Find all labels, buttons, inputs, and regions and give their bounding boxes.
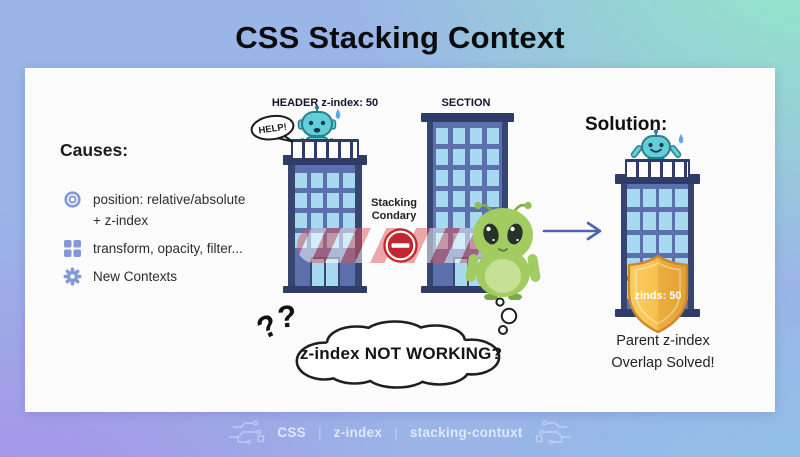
page-title: CSS Stacking Context bbox=[235, 20, 565, 55]
solution-caption: Parent z-index Overlap Solved! bbox=[611, 333, 715, 371]
roof-railing bbox=[291, 139, 359, 160]
footer-tag: CSS bbox=[277, 424, 306, 440]
circuit-icon bbox=[535, 420, 571, 445]
content-card: Causes: position: relative/absolute + z-… bbox=[25, 68, 775, 412]
arrow-right-icon bbox=[542, 221, 602, 241]
building-body bbox=[288, 165, 362, 286]
causes-heading: Causes: bbox=[60, 140, 129, 160]
roof-ledge bbox=[421, 113, 514, 122]
header-building-label: HEADER z-index: 50 bbox=[271, 97, 379, 109]
target-icon bbox=[63, 190, 82, 209]
thought-bubble: z-index NOT WORKING? bbox=[288, 317, 514, 391]
z-index-shield: zinds: 50 bbox=[627, 254, 689, 334]
cause-item-transform: transform, opacity, filter... bbox=[63, 238, 245, 259]
roof-railing bbox=[625, 159, 690, 179]
roof-ledge bbox=[615, 174, 700, 184]
help-speech-bubble: HELP! bbox=[250, 114, 295, 143]
cause-label: New Contexts bbox=[93, 269, 178, 284]
gear-icon bbox=[63, 267, 82, 286]
footer-tag: stacking-contuxt bbox=[409, 424, 523, 440]
causes-list: position: relative/absolute + z-index tr… bbox=[63, 189, 245, 287]
shield-label: zinds: 50 bbox=[634, 290, 681, 302]
sweat-drop-icon bbox=[678, 134, 684, 144]
circuit-icon bbox=[229, 420, 265, 445]
footer-separator: | bbox=[394, 424, 398, 440]
sweat-drop-icon bbox=[335, 109, 341, 119]
solution-heading: Solution: bbox=[585, 114, 668, 135]
footer-separator: | bbox=[317, 424, 322, 440]
help-text: HELP! bbox=[258, 122, 288, 137]
footer-tag: z-index bbox=[333, 424, 383, 440]
roof-ledge bbox=[283, 155, 367, 165]
alien-character bbox=[465, 201, 541, 300]
cause-label: position: relative/absolute + z-index bbox=[93, 192, 246, 228]
cause-label: transform, opacity, filter... bbox=[93, 241, 243, 256]
stacking-boundary-label: Stacking Condary bbox=[371, 197, 417, 222]
no-entry-icon bbox=[383, 228, 418, 263]
cause-item-position: position: relative/absolute + z-index bbox=[63, 189, 245, 231]
squares-icon bbox=[63, 239, 82, 258]
building-base bbox=[283, 286, 367, 293]
building-base bbox=[421, 286, 514, 293]
thought-trail-bubbles bbox=[495, 297, 518, 335]
footer-tags: CSS | z-index | stacking-contuxt bbox=[0, 417, 800, 447]
cause-item-new-contexts: New Contexts bbox=[63, 266, 245, 287]
section-building-label: SECTION bbox=[441, 97, 491, 109]
thought-text: z-index NOT WORKING? bbox=[299, 344, 503, 363]
